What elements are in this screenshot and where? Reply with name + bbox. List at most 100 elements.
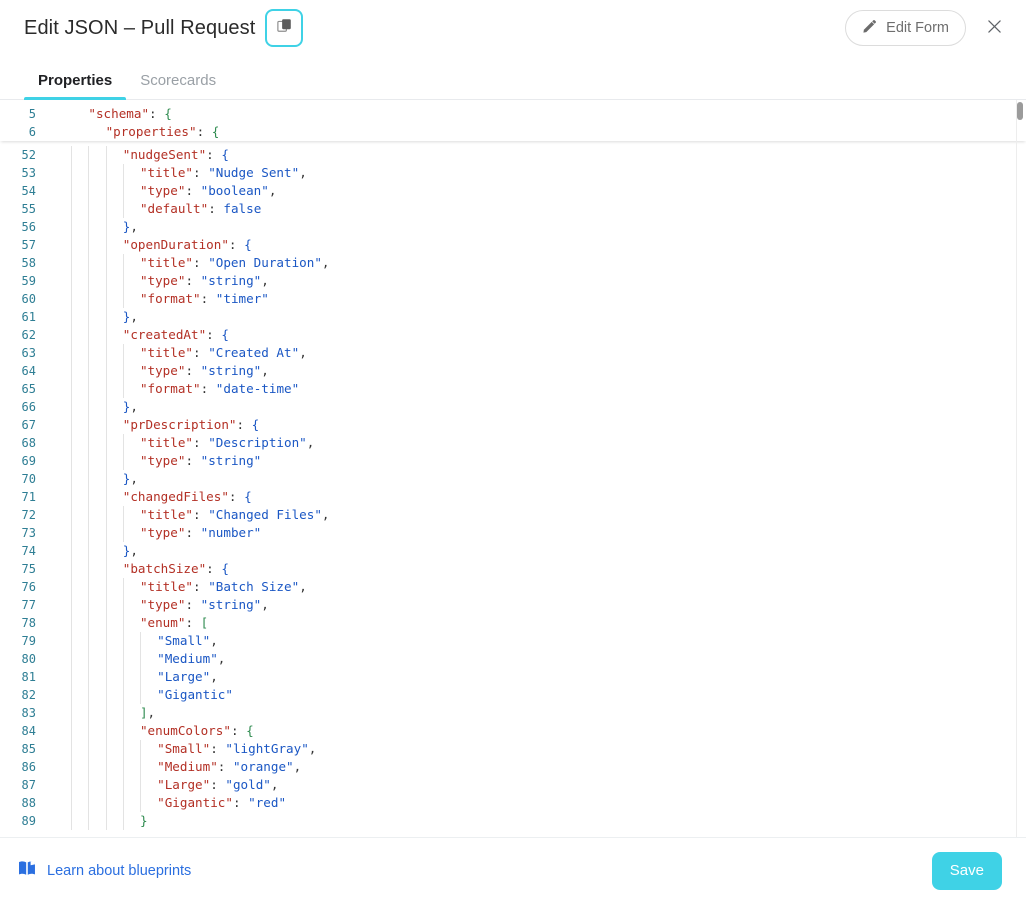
indent-guide	[54, 123, 72, 141]
code-token: "format"	[139, 291, 201, 306]
title-group: Edit JSON – Pull Request	[24, 9, 304, 47]
indent-guide	[105, 812, 124, 830]
indent-guide	[122, 254, 141, 272]
indent-guide	[54, 344, 72, 362]
indent-guide	[54, 416, 72, 434]
code-line-content: "title": "Open Duration",	[46, 254, 1026, 272]
indent-guide	[88, 123, 106, 141]
code-line-content: "createdAt": {	[46, 326, 1026, 344]
code-token: {	[251, 417, 260, 432]
close-button[interactable]	[980, 14, 1008, 42]
indent-guide	[71, 254, 89, 272]
code-token: ,	[261, 597, 269, 612]
indent-guide	[105, 254, 124, 272]
learn-link-label: Learn about blueprints	[47, 862, 192, 879]
tab-properties[interactable]: Properties	[24, 73, 127, 100]
code-token: false	[223, 201, 262, 216]
code-token: "Nudge Sent"	[208, 165, 300, 180]
line-number: 80	[21, 652, 36, 666]
line-number: 68	[21, 436, 36, 450]
indent-guide	[54, 614, 72, 632]
indent-guide	[122, 452, 141, 470]
indent-guide	[88, 254, 106, 272]
code-token: "title"	[139, 165, 194, 180]
code-token: :	[185, 597, 201, 612]
json-code-editor[interactable]: 52"nudgeSent": {53"title": "Nudge Sent",…	[0, 100, 1026, 837]
code-token: "default"	[139, 201, 209, 216]
code-token: ,	[261, 273, 269, 288]
indent-guide	[122, 578, 141, 596]
indent-guide	[122, 200, 141, 218]
indent-guide	[105, 488, 124, 506]
copy-icon-button[interactable]	[265, 9, 304, 47]
code-token: :	[193, 165, 209, 180]
indent-guide	[105, 506, 124, 524]
code-line-content: "title": "Created At",	[46, 344, 1026, 362]
indent-guide	[71, 452, 89, 470]
tab-scorecards[interactable]: Scorecards	[126, 73, 230, 99]
indent-guide	[88, 740, 106, 758]
code-token: "Medium"	[157, 759, 218, 774]
indent-guide	[71, 362, 89, 380]
code-token: "title"	[139, 255, 194, 270]
indent-guide	[71, 506, 89, 524]
code-line: 89}	[0, 812, 1026, 830]
code-line-content: "type": "string",	[46, 272, 1026, 290]
indent-guide	[122, 740, 141, 758]
line-number: 66	[21, 400, 36, 414]
indent-guide	[105, 344, 124, 362]
line-number: 72	[21, 508, 36, 522]
indent-guide	[88, 380, 106, 398]
code-token: :	[206, 327, 222, 342]
indent-guide	[139, 794, 158, 812]
indent-guide	[71, 326, 89, 344]
indent-guide	[105, 218, 124, 236]
indent-guide	[88, 200, 106, 218]
indent-guide	[71, 164, 89, 182]
code-token: :	[236, 417, 252, 432]
code-scroll-region[interactable]: 52"nudgeSent": {53"title": "Nudge Sent",…	[0, 100, 1026, 837]
indent-guide	[139, 776, 158, 794]
line-number: 89	[21, 814, 36, 828]
code-line-content: "title": "Description",	[46, 434, 1026, 452]
indent-guide	[88, 650, 106, 668]
code-line: 66},	[0, 398, 1026, 416]
code-token: "orange"	[232, 759, 294, 774]
code-line: 56},	[0, 218, 1026, 236]
code-token: ,	[306, 435, 315, 450]
indent-guide	[54, 488, 72, 506]
code-token: ,	[299, 579, 307, 594]
learn-about-blueprints-link[interactable]: Learn about blueprints	[18, 860, 191, 881]
indent-guide	[122, 434, 141, 452]
code-line-content: "Medium",	[46, 650, 1026, 668]
indent-guide	[139, 650, 158, 668]
code-token: :	[228, 237, 245, 252]
code-line-content: "schema": {	[46, 105, 1026, 123]
indent-guide	[105, 686, 124, 704]
scrollbar-thumb[interactable]	[1017, 102, 1023, 120]
indent-guide	[122, 668, 141, 686]
indent-guide	[71, 123, 89, 141]
line-number: 64	[21, 364, 36, 378]
indent-guide	[54, 470, 72, 488]
line-number: 63	[21, 346, 36, 360]
save-button[interactable]: Save	[931, 851, 1002, 890]
indent-guide	[88, 668, 106, 686]
code-line-content: "enumColors": {	[46, 722, 1026, 740]
vertical-scrollbar[interactable]	[1016, 100, 1024, 837]
code-line-content: ],	[46, 704, 1026, 722]
indent-guide	[71, 704, 89, 722]
indent-guide	[71, 560, 89, 578]
indent-guide	[71, 596, 89, 614]
line-number: 54	[21, 184, 36, 198]
code-line: 80 "Medium",	[0, 650, 1026, 668]
indent-guide	[88, 542, 106, 560]
modal-header: Edit JSON – Pull Request Edi	[0, 0, 1026, 56]
code-token: :	[206, 561, 222, 576]
code-token: "timer"	[215, 291, 269, 306]
code-line-content: "enum": [	[46, 614, 1026, 632]
indent-guide	[71, 308, 89, 326]
indent-guide	[122, 758, 141, 776]
indent-guide	[105, 326, 124, 344]
edit-form-button[interactable]: Edit Form	[845, 10, 966, 46]
